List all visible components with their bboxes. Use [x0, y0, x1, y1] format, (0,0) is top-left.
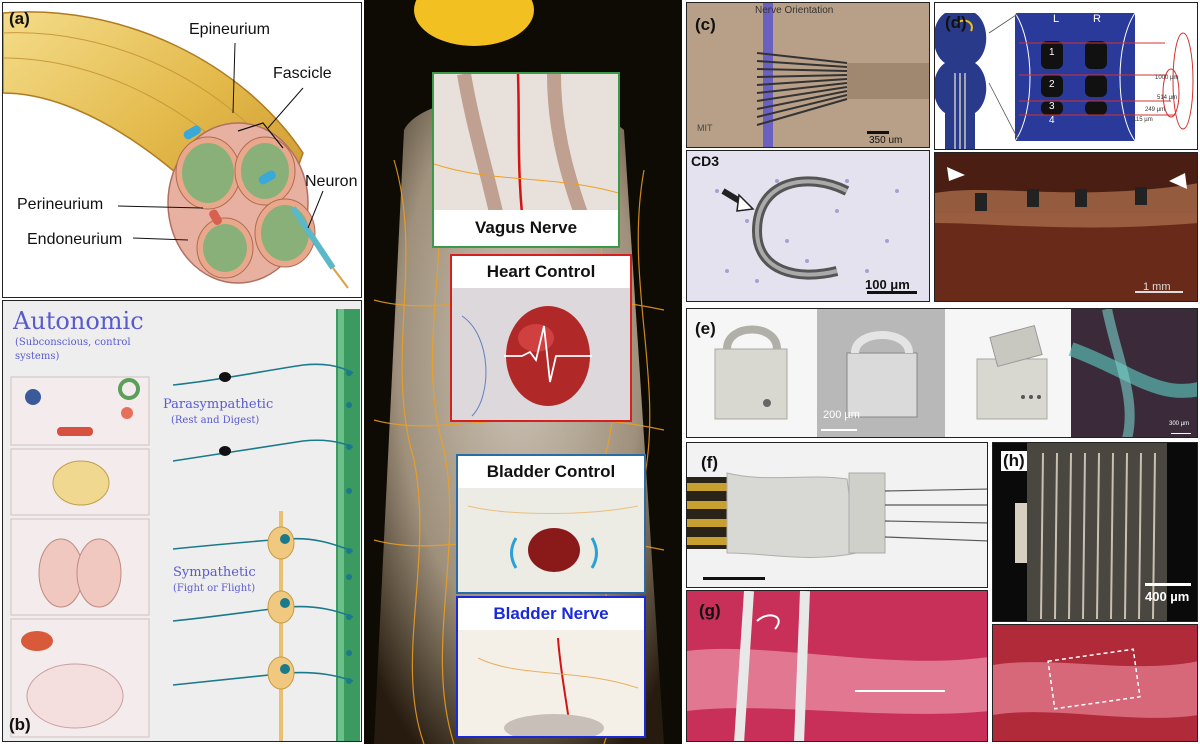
parasympathetic-label: Parasympathetic [163, 397, 274, 412]
nerve-orientation-electrode [756, 3, 929, 147]
panel-b-autonomic: Autonomic (Subconscious, control systems… [2, 300, 362, 742]
mit-text: MIT [697, 123, 713, 133]
sympathetic-sublabel: (Fight or Flight) [173, 583, 256, 594]
heart-control-label: Heart Control [452, 256, 630, 288]
cuff-photo-drawing [687, 472, 987, 580]
panel-g-label: (g) [699, 601, 721, 620]
scale-300-um: 300 µm [1169, 421, 1190, 427]
panel-d-electrode-design: (d) L R 1 2 3 4 1000 µm 514 µm 249 µm 11… [934, 2, 1198, 150]
center-body-illustration: Vagus Nerve Heart Control Bladder Contro… [364, 0, 682, 744]
contact-3: 3 [1049, 101, 1055, 112]
vagus-box: Vagus Nerve [432, 72, 620, 248]
heart-control-box: Heart Control [450, 254, 632, 422]
panel-f-cuff-photo: (f) [686, 442, 988, 588]
dim-249-um: 249 µm [1145, 107, 1166, 113]
dim-1000-um: 1000 µm [1155, 75, 1179, 81]
panel-e-cuff-series: (e) 200 µm 300 µm [686, 308, 1198, 438]
panel-b-label: (b) [9, 715, 31, 734]
bladder-control-box: Bladder Control [456, 454, 646, 594]
in-vivo-h-drawing [993, 648, 1197, 718]
bladder-drawing [467, 505, 639, 572]
cd3-stain-label: CD3 [691, 153, 720, 169]
autonomic-subtitle-2: systems) [15, 351, 60, 362]
panel-d-label: (d) [945, 13, 967, 32]
electrode-left-label: L [1053, 13, 1060, 25]
panel-f-label: (f) [701, 453, 718, 472]
scale-200-um: 200 µm [823, 409, 860, 421]
in-vivo-drawing [687, 591, 987, 741]
contact-4: 4 [1049, 115, 1055, 126]
autonomic-title: Autonomic [13, 307, 144, 335]
electrode-right-label: R [1093, 13, 1101, 25]
autonomic-subtitle-1: (Subconscious, control [15, 337, 131, 348]
bladder-nerve-box: Bladder Nerve [456, 596, 646, 738]
vagus-nerve-label: Vagus Nerve [434, 210, 618, 246]
nerve-illustration [3, 11, 349, 289]
scale-400-um: 400 µm [1145, 589, 1190, 604]
parasympathetic-sublabel: (Rest and Digest) [171, 415, 260, 426]
panel-c-cd3-histology: CD3 100 μm [686, 150, 930, 302]
cuff-images [687, 309, 1197, 437]
bladder-nerve-label: Bladder Nerve [458, 598, 644, 630]
panel-d-implant-photo: 1 mm [934, 152, 1198, 302]
label-endoneurium: Endoneurium [27, 231, 123, 248]
sympathetic-label: Sympathetic [173, 565, 256, 580]
panel-c-label: (c) [695, 15, 716, 34]
panel-a-label: (a) [9, 9, 30, 28]
scale-100-um: 100 μm [865, 277, 910, 292]
label-fascicle: Fascicle [273, 65, 332, 82]
bladder-control-label: Bladder Control [458, 456, 644, 488]
dim-514-um: 514 µm [1157, 95, 1178, 101]
label-epineurium: Epineurium [189, 21, 270, 38]
contact-1: 1 [1049, 47, 1055, 58]
panel-e-label: (e) [695, 319, 716, 338]
label-perineurium: Perineurium [17, 196, 104, 213]
bladder-nerve-drawing [477, 637, 639, 736]
panel-g-in-vivo-photo: (g) [686, 590, 988, 742]
panel-h-array-photo: (h) 400 µm [992, 442, 1198, 622]
nerve-orientation-caption: Nerve Orientation [755, 5, 834, 16]
contact-2: 2 [1049, 79, 1055, 90]
dim-115-um: 115 µm [1133, 117, 1153, 123]
electrode-design-drawing [935, 12, 1194, 149]
label-neuron: Neuron [305, 173, 358, 190]
panel-h-label: (h) [1001, 451, 1027, 471]
scale-1-mm: 1 mm [1143, 281, 1171, 293]
implant-photo-drawing [935, 153, 1197, 293]
scale-350-um: 350 um [869, 135, 903, 146]
panel-h-in-vivo-photo [992, 624, 1198, 742]
heart-drawing [461, 306, 592, 417]
autonomic-diagram [10, 309, 360, 741]
array-drawing [1015, 443, 1191, 621]
panel-a-nerve-anatomy: (a) Epineurium Fascicle Perineurium Endo… [2, 2, 362, 298]
panel-c-top-electrode: (c) Nerve Orientation MIT 350 um [686, 2, 930, 148]
cd3-stain-drawing [715, 176, 917, 294]
